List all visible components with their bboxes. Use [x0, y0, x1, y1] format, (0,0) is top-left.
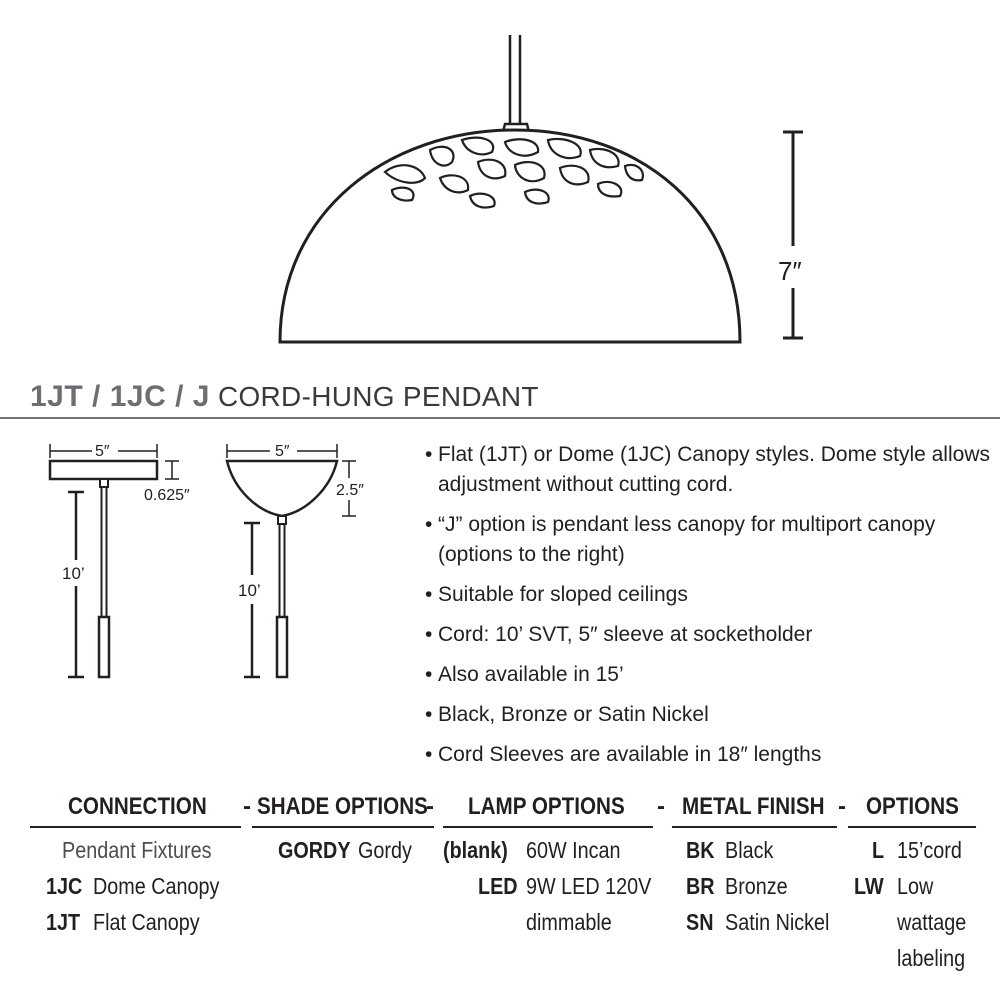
separator: -: [657, 793, 665, 820]
lamp-label: 9W LED 120V: [526, 873, 652, 899]
finish-code: SN: [686, 909, 714, 935]
connection-subheader: Pendant Fixtures: [62, 837, 212, 863]
shade-label: Gordy: [358, 837, 412, 863]
lamp-options-header: LAMP OPTIONS: [468, 793, 625, 820]
feature-item: Flat (1JT) or Dome (1JC) Canopy styles. …: [425, 440, 995, 500]
column-rule: [252, 826, 434, 828]
lamp-label: 60W Incan: [526, 837, 621, 863]
column-rule: [443, 826, 653, 828]
separator: -: [243, 793, 251, 820]
connection-code: 1JT: [46, 909, 81, 935]
finish-code: BR: [686, 873, 715, 899]
shade-height-label: 7″: [778, 256, 802, 286]
suspension-cord: [508, 35, 522, 124]
feature-item: Suitable for sloped ceilings: [425, 580, 995, 610]
options-header: OPTIONS: [866, 793, 959, 820]
column-rule: [30, 826, 241, 828]
dome-canopy-drawing: [225, 444, 356, 679]
finish-label: Satin Nickel: [725, 909, 830, 935]
feature-list: Flat (1JT) or Dome (1JC) Canopy styles. …: [425, 440, 995, 780]
shade-height-dimension: [783, 130, 803, 340]
dome-canopy-height-label: 2.5″: [336, 482, 364, 499]
dome-shade: [278, 128, 742, 344]
model-codes: 1JT / 1JC / J: [30, 380, 210, 413]
lamp-label-continued: dimmable: [526, 909, 612, 935]
connection-code: 1JC: [46, 873, 83, 899]
separator: -: [838, 793, 846, 820]
flat-cord-length-label: 10’: [62, 564, 85, 583]
connection-label: Flat Canopy: [93, 909, 200, 935]
shade-pattern: [383, 136, 644, 209]
feature-item: “J” option is pendant less canopy for mu…: [425, 510, 995, 570]
feature-item: Cord: 10’ SVT, 5″ sleeve at socketholder: [425, 620, 995, 650]
finish-label: Bronze: [725, 873, 788, 899]
shade-options-header: SHADE OPTIONS: [257, 793, 428, 820]
metal-finish-header: METAL FINISH: [682, 793, 825, 820]
feature-item: Also available in 15’: [425, 660, 995, 690]
dome-cord-length-label: 10’: [238, 581, 261, 600]
option-label: 15’cord: [897, 837, 962, 863]
option-code: L: [872, 837, 885, 863]
finish-code: BK: [686, 837, 715, 863]
separator: -: [426, 793, 434, 820]
shade-code: GORDY: [278, 837, 351, 863]
lamp-code: LED: [478, 873, 518, 899]
dome-canopy-width-label: 5″: [275, 443, 290, 460]
connection-header: CONNECTION: [68, 793, 207, 820]
feature-item: Cord Sleeves are available in 18″ length…: [425, 740, 995, 770]
option-label-continued: wattage: [897, 909, 967, 935]
finish-label: Black: [725, 837, 774, 863]
lamp-code: (blank): [443, 837, 508, 863]
flat-canopy-height-label: 0.625″: [144, 487, 190, 504]
feature-item: Black, Bronze or Satin Nickel: [425, 700, 995, 730]
product-description: CORD-HUNG PENDANT: [217, 381, 539, 412]
flat-canopy-width-label: 5″: [95, 443, 110, 460]
column-rule: [672, 826, 837, 828]
flat-canopy-drawing: [48, 444, 179, 679]
option-code: LW: [854, 873, 884, 899]
connection-label: Dome Canopy: [93, 873, 220, 899]
option-label-continued: labeling: [897, 945, 966, 971]
option-label: Low: [897, 873, 934, 899]
column-rule: [848, 826, 976, 828]
